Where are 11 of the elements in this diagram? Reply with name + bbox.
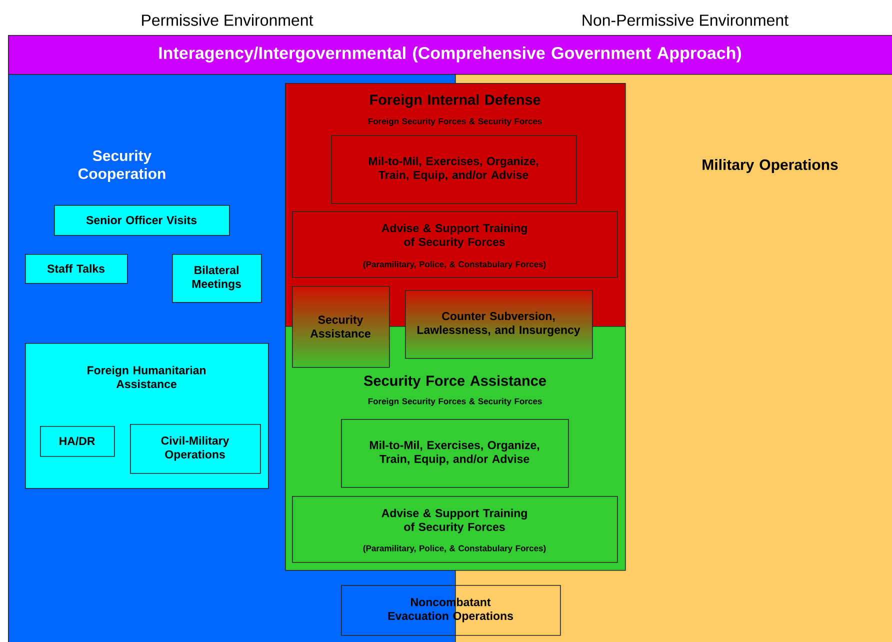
activity-box: Senior Officer Visits [54,205,230,236]
activity-box: Bilateral Meetings [172,254,262,303]
activity-box: Advise & Support Training of Security Forces (Paramilitary, Police, & Constabulary Forces) [292,496,618,563]
activity-box: Staff Talks [25,254,128,284]
activity-box: Mil-to-Mil, Exercises, Organize, Train, Equip, and/or Advise [341,419,569,488]
activity-box: Counter Subversion, Lawlessness, and Insurgency [405,290,593,359]
activity-box: HA/DR [40,426,115,457]
activity-box: Advise & Support Training of Security Forces (Paramilitary, Police, & Constabulary Forces) [292,211,618,278]
activity-box: Civil-Military Operations [130,424,261,474]
title-bar: Interagency/Intergovernmental (Comprehensive Government Approach) [8,35,892,75]
activity-box: Mil-to-Mil, Exercises, Organize, Train, Equip, and/or Advise [331,135,577,204]
